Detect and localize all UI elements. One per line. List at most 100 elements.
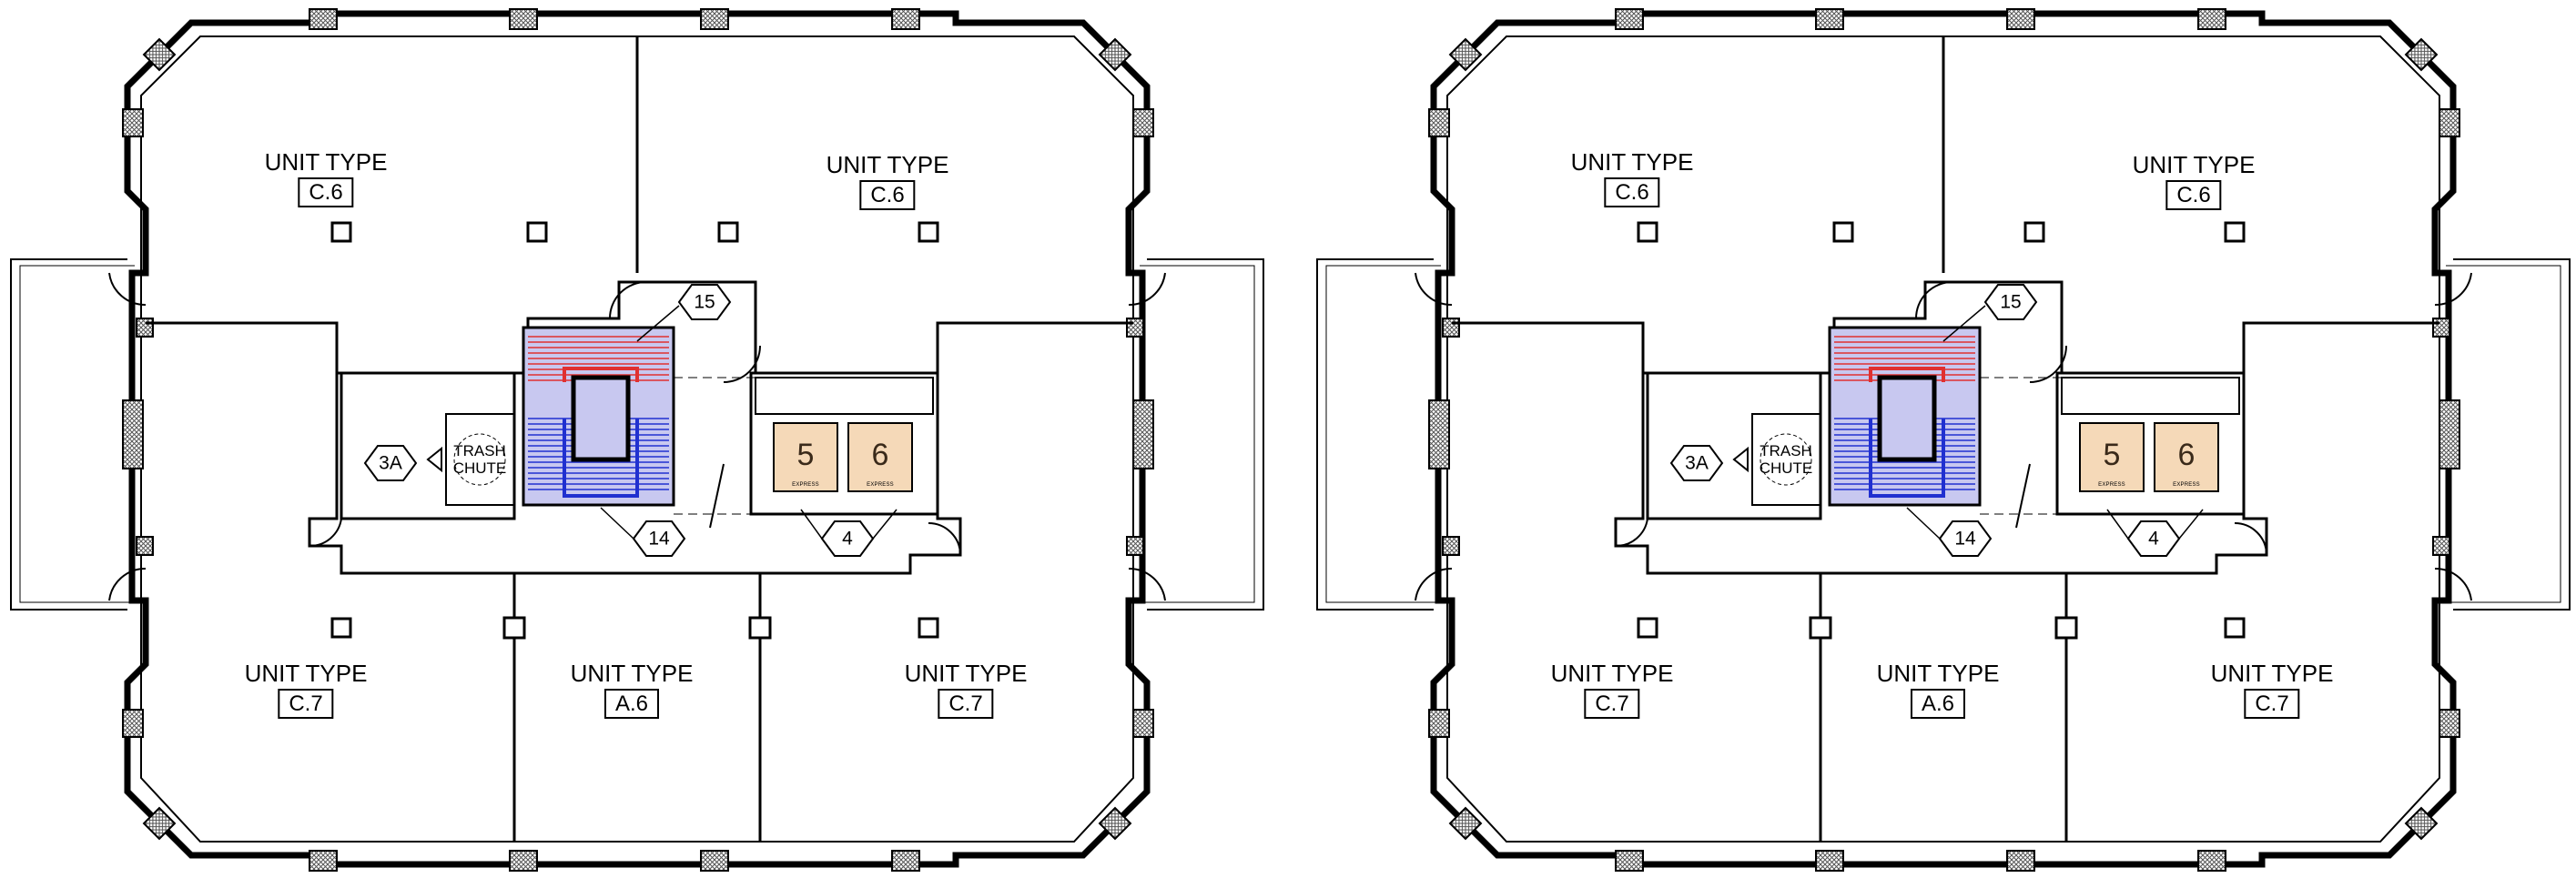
unit-title: UNIT TYPE [826, 151, 949, 178]
unit-title: UNIT TYPE [1550, 660, 1674, 687]
demising-wall [146, 321, 339, 373]
column-on-wall [2054, 616, 2078, 640]
door-swing [1915, 281, 1953, 319]
window-block [1815, 850, 1844, 872]
tag-hexagon [1669, 445, 1724, 481]
balcony-right [1147, 258, 1264, 611]
trash-chute-line2: CHUTE [1759, 459, 1813, 477]
column [330, 617, 352, 639]
window-block [891, 8, 920, 30]
balcony-right [2453, 258, 2571, 611]
elevator-lobby [749, 371, 939, 516]
window-block [2432, 318, 2450, 338]
window-block [136, 318, 154, 338]
corner-bay [1448, 37, 1483, 72]
column-on-wall [748, 616, 772, 640]
corner-bay [2404, 806, 2439, 841]
demising-wall [1452, 321, 1645, 373]
tag-hexagon [1938, 520, 1993, 557]
unit-code: C.6 [859, 180, 916, 210]
tag-4: 4 [842, 528, 853, 550]
elevator-number: 5 [796, 438, 815, 472]
tag-hexagon [632, 520, 686, 557]
elevator-car-5 [773, 422, 838, 492]
window-block [1615, 850, 1644, 872]
elevator-label: EXPRESS [792, 482, 819, 488]
window-block [1428, 399, 1450, 469]
window-block [1815, 8, 1844, 30]
door-swing [2029, 345, 2067, 383]
window-block [1442, 318, 1460, 338]
stair-well [571, 375, 631, 462]
trash-chute-line1: TRASH [453, 442, 506, 459]
door-swing [1128, 272, 1166, 307]
chute-door [1732, 446, 1749, 473]
window-block [2006, 850, 2035, 872]
unit-code: C.6 [2165, 180, 2222, 210]
balcony-left-inner [19, 265, 135, 603]
door-swing [2434, 272, 2472, 307]
elevator-number: 6 [871, 438, 889, 472]
leader-line [800, 509, 823, 540]
window-block [2439, 108, 2460, 137]
trash-chute-label: TRASH CHUTE [453, 442, 507, 477]
window-block [122, 399, 144, 469]
window-block [2197, 850, 2226, 872]
door-swing [108, 567, 147, 601]
column [2023, 221, 2045, 243]
elevator-label: EXPRESS [2173, 482, 2200, 488]
corner-bay [142, 806, 177, 841]
unit-title: UNIT TYPE [904, 660, 1028, 687]
trash-chute-line2: CHUTE [452, 459, 507, 477]
door-leaf [709, 463, 725, 529]
floor-plan-left: UNIT TYPE C.6 UNIT TYPE C.6 UNIT TYPE C.… [10, 8, 1264, 872]
trash-chute-circle [453, 433, 506, 486]
demising-wall [2242, 321, 2439, 373]
exterior-wall [1430, 10, 2457, 868]
balcony-left [10, 258, 127, 611]
unit-title: UNIT TYPE [1876, 660, 2000, 687]
unit-title: UNIT TYPE [570, 660, 694, 687]
stair-path-up [1869, 367, 1945, 382]
window-block [1132, 709, 1154, 738]
door-swing [309, 518, 342, 548]
corner-bay [2404, 37, 2439, 72]
column [2224, 221, 2246, 243]
window-block [1428, 709, 1450, 738]
window-block [1442, 536, 1460, 556]
corner-bay [142, 37, 177, 72]
tag-14: 14 [1954, 528, 1976, 550]
window-block [309, 850, 338, 872]
unit-title: UNIT TYPE [2132, 151, 2256, 178]
unit-title: UNIT TYPE [1570, 148, 1694, 176]
unit-code: C.6 [298, 177, 354, 207]
window-block [136, 536, 154, 556]
window-block [700, 8, 729, 30]
elevator-car-5 [2079, 422, 2145, 492]
unit-code: C.7 [1584, 689, 1640, 719]
window-block [700, 850, 729, 872]
unit-code: C.6 [1604, 177, 1660, 207]
column [1637, 617, 1658, 639]
column [717, 221, 739, 243]
column-on-wall [1809, 616, 1832, 640]
door-swing [1615, 518, 1648, 548]
column-on-wall [502, 616, 526, 640]
door-swing [108, 272, 147, 307]
chute-door [426, 446, 442, 473]
tag-15: 15 [2000, 291, 2022, 313]
elevator-number: 5 [2103, 438, 2121, 472]
stair-well [1877, 375, 1937, 462]
window-block [2432, 536, 2450, 556]
window-block [509, 850, 538, 872]
trash-chute-box [445, 413, 515, 506]
exterior-wall [124, 10, 1151, 868]
stair-path-up [563, 367, 639, 382]
leader-line [1906, 507, 1941, 540]
trash-chute-line1: TRASH [1760, 442, 1812, 459]
column [918, 617, 939, 639]
door-swing [723, 345, 761, 383]
leader-line [1942, 305, 1986, 342]
elevator-label: EXPRESS [2098, 482, 2125, 488]
tag-hexagon [1983, 284, 2038, 320]
